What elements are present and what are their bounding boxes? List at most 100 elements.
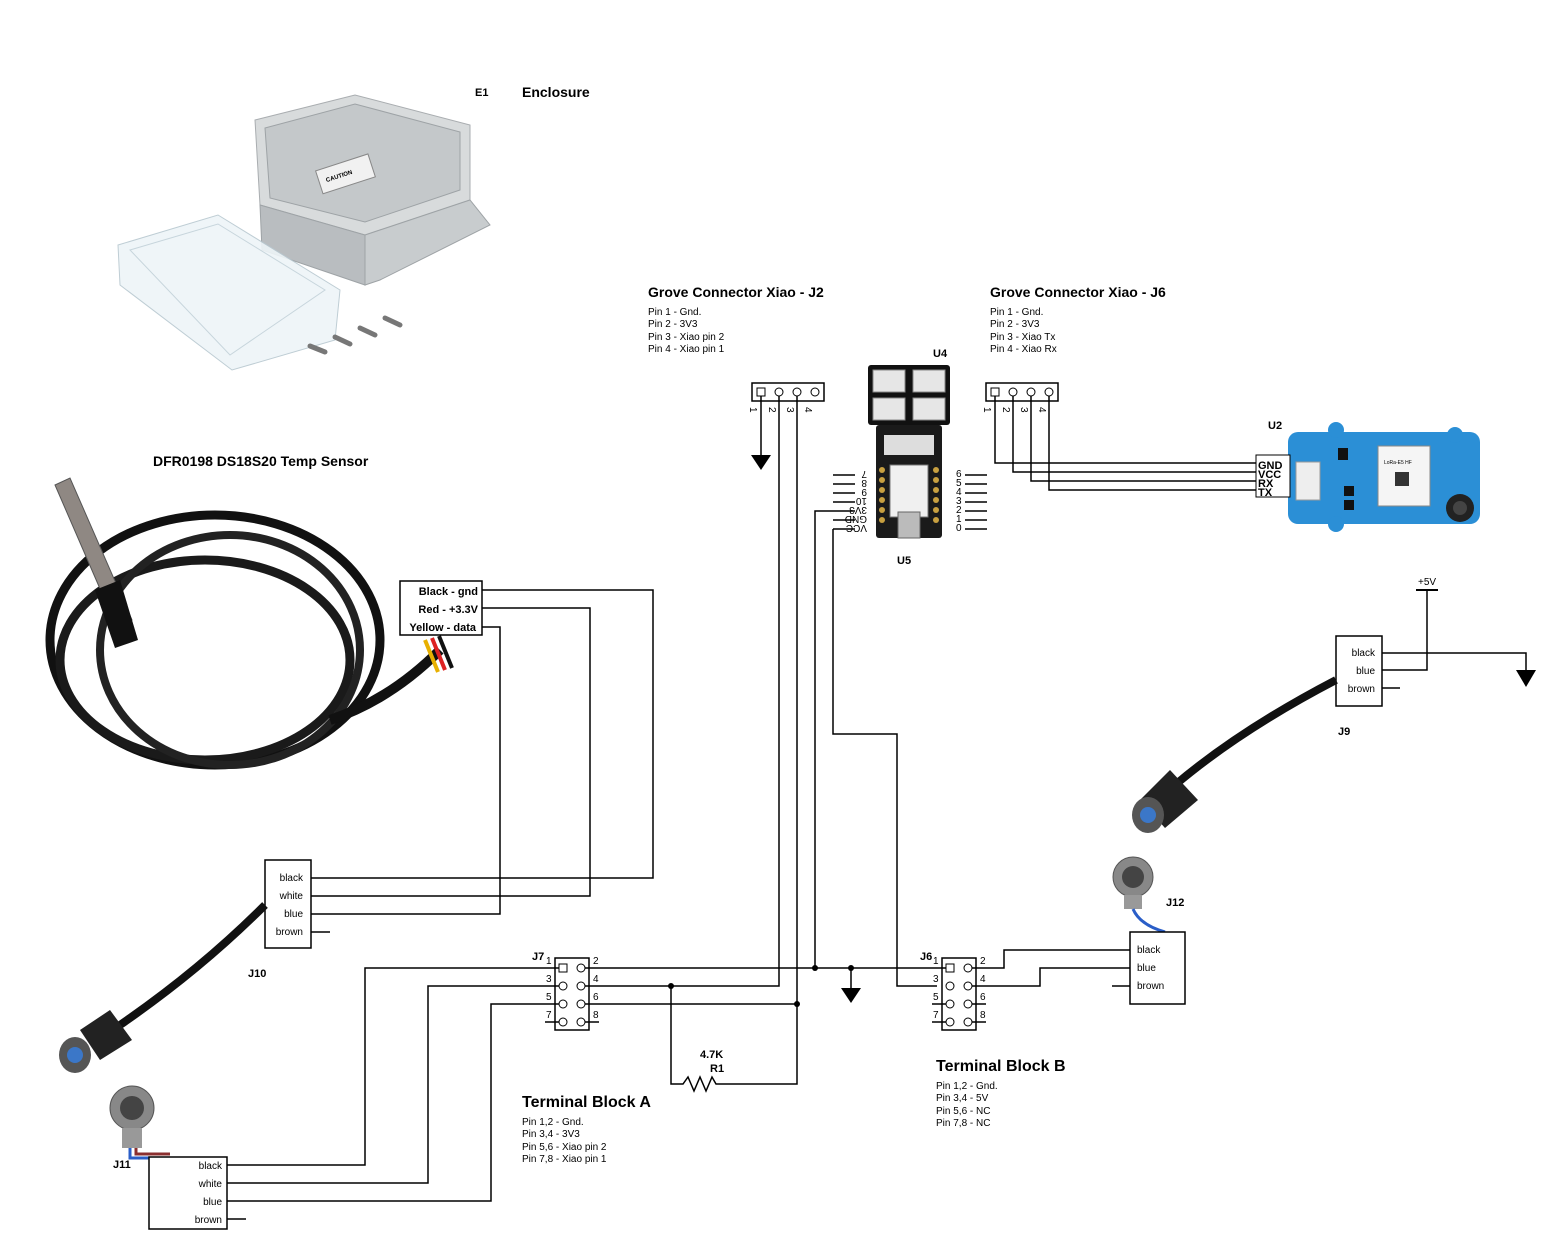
svg-text:2: 2 bbox=[766, 407, 777, 413]
grove-j6-pin1: Pin 1 - Gnd. bbox=[990, 307, 1043, 318]
j12-connector-image bbox=[1112, 856, 1166, 934]
u5-pin-5: 5 bbox=[956, 478, 962, 489]
u5-ref: U5 bbox=[897, 555, 911, 567]
terminal-b-pin34: Pin 3,4 - 5V bbox=[936, 1093, 989, 1104]
sensor-wire-box bbox=[399, 580, 483, 636]
grove-j2-title: Grove Connector Xiao - J2 bbox=[648, 284, 824, 300]
grove-j6-pin4: Pin 4 - Xiao Rx bbox=[990, 344, 1057, 355]
grove-j2-pin4: Pin 4 - Xiao pin 1 bbox=[648, 344, 725, 355]
j6tb-pin-3: 3 bbox=[933, 974, 939, 985]
u5-pin-3: 3 bbox=[956, 496, 962, 507]
j7-pin-1: 1 bbox=[546, 956, 552, 967]
svg-text:1: 1 bbox=[747, 407, 758, 413]
j11-ref: J11 bbox=[113, 1159, 131, 1171]
lora-chip-label: LoRa-E5 HF bbox=[1384, 460, 1412, 466]
sensor-wire-red: Red - +3.3V bbox=[418, 604, 478, 616]
j7-ref: J7 bbox=[532, 951, 544, 963]
j10-wire-brown: brown bbox=[276, 927, 303, 938]
j12-ref: J12 bbox=[1166, 897, 1184, 909]
enclosure-title: Enclosure bbox=[522, 84, 590, 100]
j6tb-pin-8: 8 bbox=[980, 1010, 986, 1021]
terminal-b-pin12: Pin 1,2 - Gnd. bbox=[936, 1081, 998, 1092]
grove-j6-pin3: Pin 3 - Xiao Tx bbox=[990, 332, 1055, 343]
xiao-board-image bbox=[868, 365, 950, 539]
j7-pin-7: 7 bbox=[546, 1010, 552, 1021]
grove-j2-pin3: Pin 3 - Xiao pin 2 bbox=[648, 332, 725, 343]
j9-connector-box bbox=[1335, 635, 1383, 707]
u5-pin-3v3: 3V3 bbox=[849, 504, 867, 515]
j10-connector-box bbox=[264, 859, 312, 949]
j10-wire-white: white bbox=[279, 891, 304, 902]
u4-ref: U4 bbox=[933, 348, 948, 360]
u5-pin-gnd: GND bbox=[845, 513, 867, 524]
j9-cable-image bbox=[1132, 676, 1338, 833]
ground-symbol-j9 bbox=[1516, 670, 1536, 687]
u5-pin-6: 6 bbox=[956, 469, 962, 480]
ground-symbol-tb bbox=[841, 988, 861, 1003]
terminal-b-title: Terminal Block B bbox=[936, 1058, 1066, 1075]
j12-connector-box bbox=[1129, 931, 1186, 1005]
u5-pin-8: 8 bbox=[861, 477, 867, 488]
grove-j6-pin2: Pin 2 - 3V3 bbox=[990, 319, 1040, 330]
temp-sensor-image bbox=[45, 477, 454, 770]
j7-pin-3: 3 bbox=[546, 974, 552, 985]
u2-pin-rx: RX bbox=[1258, 478, 1274, 490]
j11-connector-image bbox=[109, 1085, 170, 1160]
enclosure-ref: E1 bbox=[475, 87, 488, 99]
j10-cable-image bbox=[59, 902, 268, 1073]
r1-ref: R1 bbox=[710, 1063, 724, 1075]
svg-text:2: 2 bbox=[1000, 407, 1011, 413]
j10-wire-blue: blue bbox=[284, 909, 303, 920]
j9-ref: J9 bbox=[1338, 726, 1350, 738]
j6tb-pins bbox=[945, 963, 973, 1027]
terminal-a-pin78: Pin 7,8 - Xiao pin 1 bbox=[522, 1154, 607, 1165]
j7-pin-5: 5 bbox=[546, 992, 552, 1003]
u2-pin-box bbox=[1255, 454, 1291, 498]
supply-5v-label: +5V bbox=[1418, 577, 1436, 588]
svg-text:3: 3 bbox=[1018, 407, 1029, 413]
j11-wire-black: black bbox=[199, 1161, 223, 1172]
grove-j6-connector: 1 2 3 4 bbox=[981, 382, 1059, 413]
sensor-wire-black: Black - gnd bbox=[419, 586, 478, 598]
j9-wire-blue: blue bbox=[1356, 666, 1375, 677]
sensor-wire-yellow: Yellow - data bbox=[409, 622, 477, 634]
terminal-b-pin78: Pin 7,8 - NC bbox=[936, 1118, 990, 1129]
terminal-a-pin56: Pin 5,6 - Xiao pin 2 bbox=[522, 1142, 607, 1153]
resistor-r1 bbox=[670, 986, 798, 1093]
r1-value: 4.7K bbox=[700, 1049, 723, 1061]
grove-j2-pin1: Pin 1 - Gnd. bbox=[648, 307, 701, 318]
svg-text:3: 3 bbox=[784, 407, 795, 413]
u5-pin-7: 7 bbox=[861, 468, 867, 479]
lora-module-image: LoRa-E5 HF bbox=[1288, 422, 1480, 532]
terminal-a-pin34: Pin 3,4 - 3V3 bbox=[522, 1129, 580, 1140]
svg-text:4: 4 bbox=[802, 407, 813, 413]
j6tb-pin-4: 4 bbox=[980, 974, 986, 985]
ground-symbol-j2 bbox=[751, 455, 771, 470]
j6tb-pin-2: 2 bbox=[980, 956, 986, 967]
u2-ref: U2 bbox=[1268, 420, 1282, 432]
u5-right-pin-stubs bbox=[965, 474, 987, 530]
terminal-a-pin12: Pin 1,2 - Gnd. bbox=[522, 1117, 584, 1128]
j6tb-pin-6: 6 bbox=[980, 992, 986, 1003]
j11-wire-blue: blue bbox=[203, 1197, 222, 1208]
j10-ref: J10 bbox=[248, 968, 266, 980]
grove-j2-pin2: Pin 2 - 3V3 bbox=[648, 319, 698, 330]
j7-pin-2: 2 bbox=[593, 956, 599, 967]
j12-wire-brown: brown bbox=[1137, 981, 1164, 992]
j10-wire-black: black bbox=[280, 873, 304, 884]
j9-wire-black: black bbox=[1352, 648, 1376, 659]
j6tb-pin-5: 5 bbox=[933, 992, 939, 1003]
j7-pin-4: 4 bbox=[593, 974, 599, 985]
j12-wire-black: black bbox=[1137, 945, 1161, 956]
u5-left-pin-stubs bbox=[833, 474, 855, 530]
enclosure-image: CAUTION bbox=[117, 94, 491, 371]
j6tb-ref: J6 bbox=[920, 951, 932, 963]
u5-pin-0: 0 bbox=[956, 523, 962, 534]
u5-pin-9: 9 bbox=[861, 486, 867, 497]
terminal-a-title: Terminal Block A bbox=[522, 1094, 651, 1111]
u2-pin-gnd: GND bbox=[1258, 460, 1283, 472]
j6tb-pin-7: 7 bbox=[933, 1010, 939, 1021]
u5-pin-1: 1 bbox=[956, 514, 962, 525]
j6tb-pin-1: 1 bbox=[933, 956, 939, 967]
